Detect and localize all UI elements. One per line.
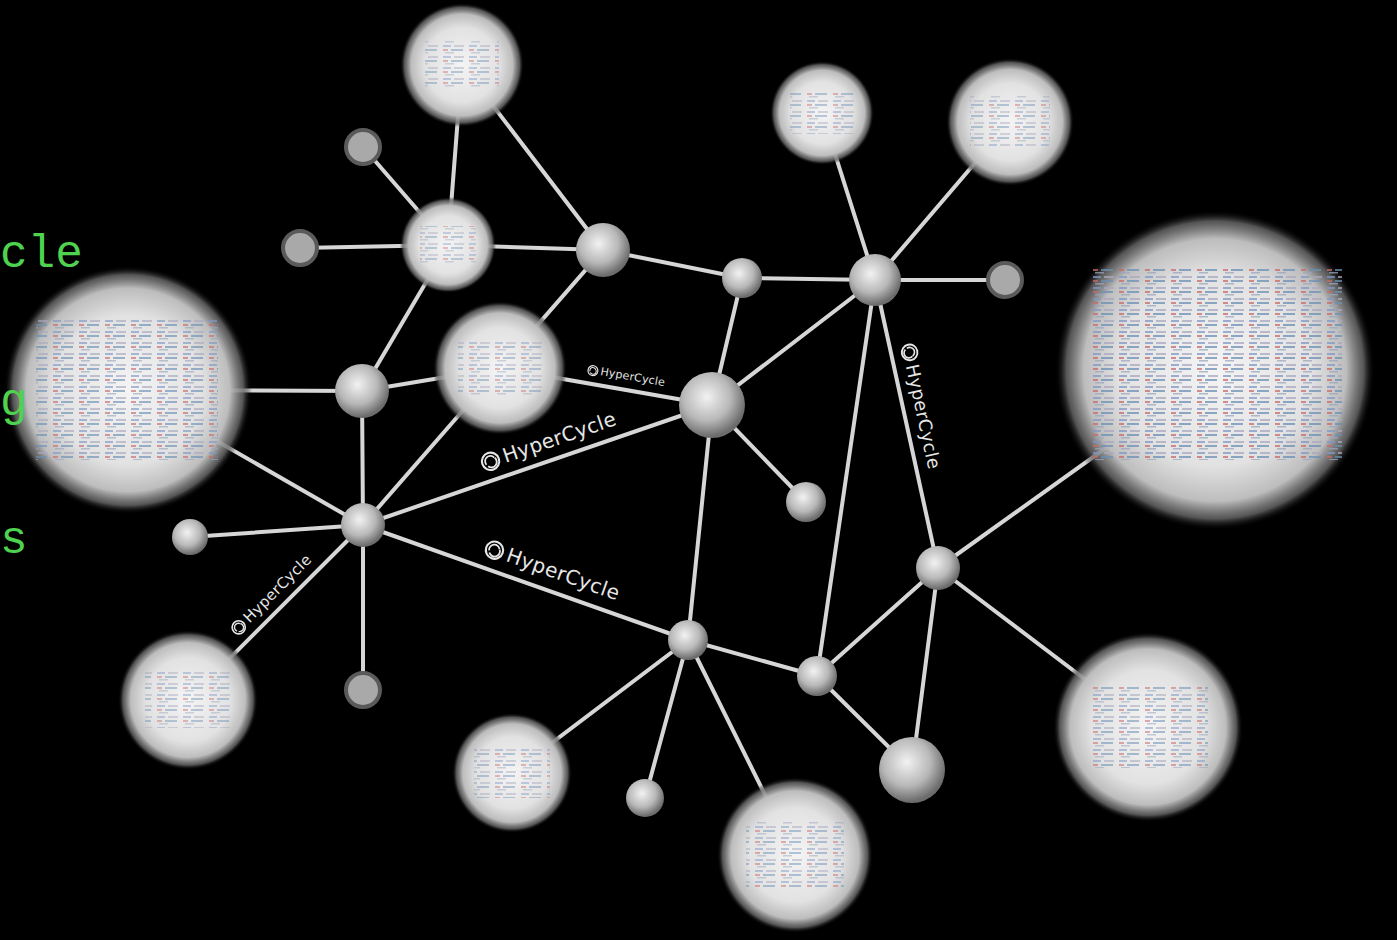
link-line bbox=[817, 280, 875, 676]
brand-icon bbox=[586, 363, 600, 377]
brand-icon-swirl bbox=[487, 543, 502, 558]
heading-fragment: cle bbox=[0, 230, 83, 281]
hub-sphere bbox=[797, 656, 837, 696]
market-map bbox=[36, 318, 218, 460]
hub-spheres bbox=[172, 223, 960, 817]
link-line bbox=[817, 568, 938, 676]
market-map bbox=[474, 748, 550, 798]
end-node bbox=[346, 130, 380, 164]
link-line bbox=[363, 525, 688, 640]
market-map bbox=[1088, 686, 1208, 768]
brand-name: HyperCycle bbox=[499, 406, 619, 467]
link-line bbox=[190, 525, 363, 537]
end-nodes bbox=[283, 130, 1022, 707]
image-sphere bbox=[1053, 632, 1243, 822]
market-map bbox=[970, 96, 1050, 148]
heading-fragment: g bbox=[0, 378, 28, 429]
link-line bbox=[645, 640, 688, 798]
hub-sphere bbox=[335, 364, 389, 418]
link-line bbox=[688, 640, 817, 676]
image-sphere bbox=[433, 301, 567, 435]
brand-name: HyperCycle bbox=[901, 362, 945, 471]
image-sphere bbox=[118, 630, 258, 770]
brand-icon bbox=[477, 447, 504, 474]
market-map bbox=[425, 40, 499, 88]
heading-text: cle bbox=[0, 229, 83, 281]
brand-label: HyperCycle bbox=[474, 405, 622, 476]
brand-label: HyperCycle bbox=[225, 549, 318, 642]
hub-sphere bbox=[341, 503, 385, 547]
market-map bbox=[790, 92, 854, 134]
network-links bbox=[128, 65, 1215, 855]
brand-icon-swirl bbox=[484, 454, 499, 469]
brand-icon-swirl bbox=[903, 347, 916, 359]
image-sphere bbox=[1055, 210, 1375, 530]
hub-sphere bbox=[916, 546, 960, 590]
brand-icon bbox=[481, 536, 508, 563]
brand-icon-swirl bbox=[233, 621, 245, 633]
brand-icon-ring bbox=[229, 618, 248, 637]
image-sphere bbox=[717, 777, 873, 933]
brand-icon-ring bbox=[587, 365, 598, 376]
brand-label: HyperCycle bbox=[896, 338, 946, 474]
brand-icon-swirl bbox=[589, 367, 597, 375]
brand-icon-ring bbox=[900, 343, 919, 362]
brand-icon bbox=[898, 341, 921, 364]
market-map bbox=[420, 226, 476, 264]
image-sphere bbox=[946, 58, 1074, 186]
hub-sphere bbox=[786, 482, 826, 522]
end-node bbox=[283, 231, 317, 265]
brand-name: HyperCycle bbox=[599, 365, 666, 389]
hub-sphere bbox=[722, 258, 762, 298]
brand-name: HyperCycle bbox=[240, 551, 316, 627]
heading-fragment: s bbox=[0, 516, 28, 567]
brand-name: HyperCycle bbox=[503, 543, 623, 605]
image-sphere bbox=[400, 3, 524, 127]
image-sphere bbox=[400, 197, 496, 293]
link-line bbox=[688, 405, 712, 640]
hub-sphere bbox=[668, 620, 708, 660]
hub-sphere bbox=[576, 223, 630, 277]
brand-icon-ring bbox=[484, 539, 506, 561]
image-sphere bbox=[4, 266, 252, 514]
market-map bbox=[1092, 268, 1342, 460]
brand-label: HyperCycle bbox=[478, 534, 626, 606]
heading-text: g bbox=[0, 377, 28, 429]
hub-sphere bbox=[879, 737, 945, 803]
image-sphere bbox=[452, 713, 572, 833]
end-node bbox=[346, 673, 380, 707]
end-node bbox=[988, 263, 1022, 297]
hub-sphere bbox=[172, 519, 208, 555]
market-map bbox=[458, 340, 542, 396]
brand-label: HyperCycle bbox=[583, 362, 669, 390]
image-spheres bbox=[4, 3, 1375, 933]
link-line bbox=[361, 525, 365, 690]
heading-text: s bbox=[0, 515, 28, 567]
market-map bbox=[145, 672, 231, 728]
market-map bbox=[746, 822, 844, 888]
brand-icon-ring bbox=[479, 450, 501, 472]
hub-sphere bbox=[849, 254, 901, 306]
hub-sphere bbox=[679, 372, 745, 438]
hub-sphere bbox=[626, 779, 664, 817]
image-sphere bbox=[770, 61, 874, 165]
